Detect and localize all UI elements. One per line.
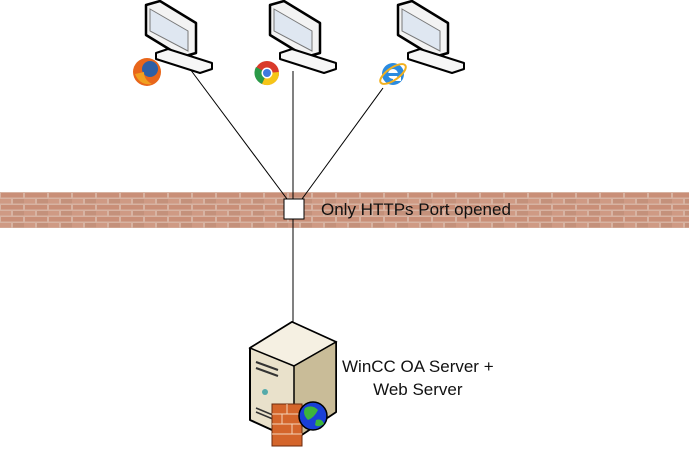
firewall-icon (271, 403, 303, 447)
server-label-line-1: WinCC OA Server + (342, 357, 494, 376)
firewall-label: Only HTTPs Port opened (321, 200, 511, 219)
globe-icon (298, 401, 328, 431)
firefox-icon (133, 58, 161, 86)
chrome-icon (254, 61, 280, 86)
connection-lines (189, 68, 384, 322)
https-port (283, 198, 305, 220)
server-label-line-2: Web Server (373, 380, 463, 399)
server-label: WinCC OA Server + Web Server (342, 355, 494, 401)
client-monitor-2 (268, 0, 338, 75)
internet-explorer-icon (379, 63, 407, 85)
firewall-brick-wall (0, 192, 689, 228)
client-monitor-3 (396, 0, 466, 75)
